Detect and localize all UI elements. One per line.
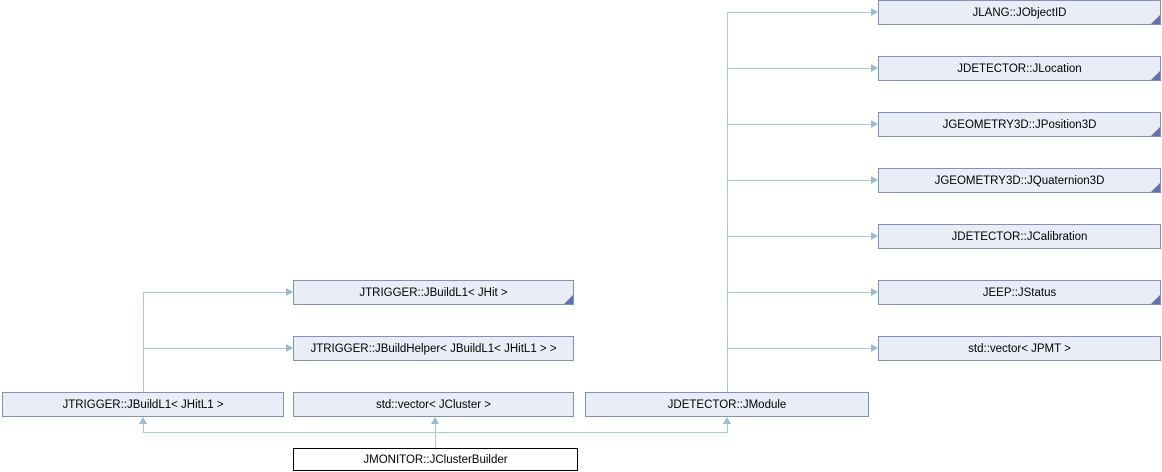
- arrow-into-jstatus-icon: [871, 288, 878, 296]
- edge-jmodule-to-jlocation: [727, 68, 871, 69]
- arrow-into-jmodule-icon: [723, 417, 731, 424]
- node-label: std::vector< JCluster >: [375, 398, 492, 411]
- arrow-into-jlocation-icon: [871, 64, 878, 72]
- node-jtrigger-jbuildl1-jhitl1[interactable]: JTRIGGER::JBuildL1< JHitL1 >: [2, 392, 284, 417]
- node-jgeometry3d-jquaternion3d[interactable]: JGEOMETRY3D::JQuaternion3D: [878, 168, 1161, 193]
- node-jdetector-jcalibration[interactable]: JDETECTOR::JCalibration: [878, 224, 1161, 249]
- arrow-into-vector-jpmt-icon: [871, 344, 878, 352]
- node-jdetector-jlocation[interactable]: JDETECTOR::JLocation: [878, 56, 1161, 81]
- node-label: JMONITOR::JClusterBuilder: [363, 453, 508, 466]
- edge-jbuildl1-jhitl1-to-jbuildl1-jhit: [143, 292, 286, 293]
- edge-jmodule-to-vector-jpmt: [727, 348, 871, 349]
- node-jtrigger-jbuildl1-jhit[interactable]: JTRIGGER::JBuildL1< JHit >: [293, 280, 574, 305]
- node-jdetector-jmodule[interactable]: JDETECTOR::JModule: [585, 392, 869, 417]
- node-jmonitor-jclusterbuilder: JMONITOR::JClusterBuilder: [293, 448, 578, 471]
- node-jlang-jobjectid[interactable]: JLANG::JObjectID: [878, 0, 1161, 25]
- node-label: JTRIGGER::JBuildL1< JHitL1 >: [62, 398, 224, 411]
- node-label: JDETECTOR::JCalibration: [951, 230, 1088, 243]
- arrow-into-jquaternion3d-icon: [871, 176, 878, 184]
- edge-stub-to-jbuildl1-jhitl1: [143, 421, 144, 432]
- arrow-into-jposition3d-icon: [871, 120, 878, 128]
- edge-stub-to-vector-jcluster: [435, 421, 436, 448]
- arrow-into-vector-jcluster-icon: [431, 417, 439, 424]
- arrow-into-jcalibration-icon: [871, 232, 878, 240]
- edge-stub-to-jmodule: [727, 421, 728, 432]
- node-label: JEEP::JStatus: [982, 286, 1057, 299]
- arrow-into-jbuildl1-jhitl1-icon: [139, 417, 147, 424]
- edge-jbuildl1-jhitl1-to-jbuildhelper: [143, 348, 286, 349]
- node-label: JGEOMETRY3D::JPosition3D: [942, 118, 1097, 131]
- node-label: JTRIGGER::JBuildL1< JHit >: [359, 286, 508, 299]
- edge-jmodule-to-jstatus: [727, 292, 871, 293]
- node-label: JGEOMETRY3D::JQuaternion3D: [934, 174, 1105, 187]
- node-jtrigger-jbuildhelper[interactable]: JTRIGGER::JBuildHelper< JBuildL1< JHitL1…: [293, 336, 574, 361]
- node-std-vector-jpmt[interactable]: std::vector< JPMT >: [878, 336, 1161, 361]
- node-jgeometry3d-jposition3d[interactable]: JGEOMETRY3D::JPosition3D: [878, 112, 1161, 137]
- node-label: std::vector< JPMT >: [968, 342, 1071, 355]
- node-label: JDETECTOR::JModule: [667, 398, 787, 411]
- edge-jbuildl1-jhitl1-trunk: [143, 292, 144, 392]
- arrow-into-jbuildhelper-icon: [286, 344, 293, 352]
- node-std-vector-jcluster[interactable]: std::vector< JCluster >: [293, 392, 574, 417]
- fold-corner-icon: [1151, 183, 1160, 192]
- fold-corner-icon: [1151, 15, 1160, 24]
- edge-jmodule-to-jposition3d: [727, 124, 871, 125]
- edge-jmodule-to-jcalibration: [727, 236, 871, 237]
- node-label: JDETECTOR::JLocation: [957, 62, 1082, 75]
- fold-corner-icon: [1151, 127, 1160, 136]
- fold-corner-icon: [1151, 71, 1160, 80]
- node-label: JLANG::JObjectID: [972, 6, 1067, 19]
- fold-corner-icon: [1151, 295, 1160, 304]
- arrow-into-jobjectid-icon: [871, 8, 878, 16]
- edge-jmodule-to-jquaternion3d: [727, 180, 871, 181]
- node-label: JTRIGGER::JBuildHelper< JBuildL1< JHitL1…: [310, 342, 557, 355]
- arrow-into-jbuildl1-jhit-icon: [286, 288, 293, 296]
- edge-jmodule-trunk: [727, 12, 728, 392]
- node-jeep-jstatus[interactable]: JEEP::JStatus: [878, 280, 1161, 305]
- edge-jmodule-to-jobjectid: [727, 12, 871, 13]
- fold-corner-icon: [564, 295, 573, 304]
